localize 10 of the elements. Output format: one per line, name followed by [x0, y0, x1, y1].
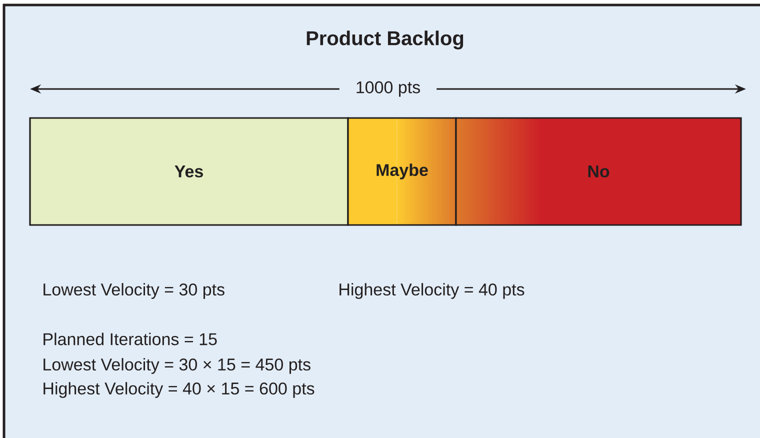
bar-segment: Yes [29, 117, 349, 226]
title: Product Backlog [306, 30, 464, 50]
bar-segment: No [455, 117, 742, 226]
note-text: Lowest Velocity = 30 pts [44, 283, 224, 299]
note-text: Planned Iterations = 15 [44, 332, 217, 346]
note-text: Highest Velocity = 40 pts [340, 283, 524, 299]
note-text: Highest Velocity = 40 × 15 = 600 pts [44, 382, 314, 398]
bar-segment: Maybe [347, 117, 457, 226]
dimension-label: 1000 pts [339, 78, 437, 100]
note-text: Lowest Velocity = 30 × 15 = 450 pts [44, 358, 310, 374]
